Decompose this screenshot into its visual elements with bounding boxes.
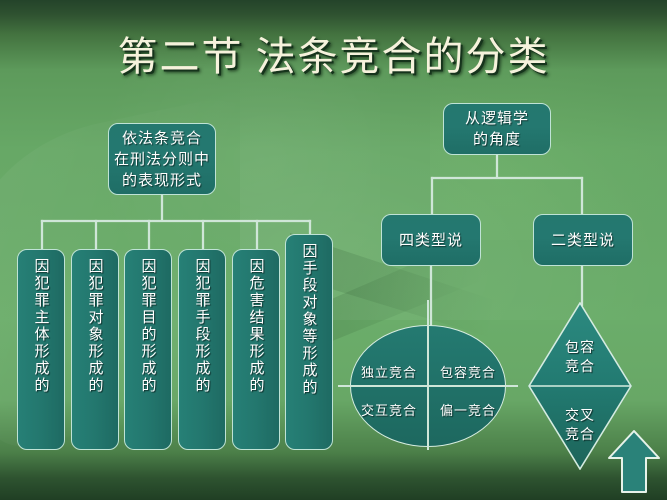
four-types-node[interactable]: 四类型说 bbox=[381, 214, 481, 266]
diamond-upper-line-1: 包容 bbox=[565, 339, 595, 355]
vertical-node-5-label: 因危害结果形成的 bbox=[247, 258, 265, 394]
connector-four-types-to-ellipse bbox=[430, 266, 432, 328]
connector-left-drop-3 bbox=[148, 220, 150, 250]
vertical-node-3-label: 因犯罪目的形成的 bbox=[139, 258, 157, 394]
four-types-label: 四类型说 bbox=[398, 231, 463, 249]
vertical-node-1-label: 因犯罪主体形成的 bbox=[32, 258, 50, 394]
left-root-node[interactable]: 依法条竞合 在刑法分则中 的表现形式 bbox=[108, 123, 216, 195]
connector-left-drop-5 bbox=[256, 220, 258, 250]
diamond-lower-label: 交叉 竞合 bbox=[528, 406, 632, 444]
connector-two-types-to-diamond bbox=[581, 266, 583, 306]
right-root-node[interactable]: 从逻辑学 的角度 bbox=[443, 103, 551, 155]
ellipse-divider-vertical bbox=[427, 300, 429, 450]
vertical-node-2[interactable]: 因犯罪对象形成的 bbox=[71, 249, 119, 450]
connector-left-drop-4 bbox=[202, 220, 204, 250]
two-types-node[interactable]: 二类型说 bbox=[533, 214, 633, 266]
connector-right-drop-1 bbox=[431, 177, 433, 215]
diamond-lower-line-2: 竞合 bbox=[565, 426, 595, 442]
connector-left-drop-2 bbox=[95, 220, 97, 250]
left-root-line-2: 在刑法分则中 bbox=[113, 150, 210, 168]
vertical-node-1[interactable]: 因犯罪主体形成的 bbox=[17, 249, 65, 450]
left-root-line-1: 依法条竞合 bbox=[121, 129, 202, 147]
connector-left-drop-6 bbox=[309, 220, 311, 234]
quadrant-bottom-right: 偏一竞合 bbox=[439, 403, 496, 418]
quadrant-bottom-left: 交互竞合 bbox=[360, 403, 417, 418]
vertical-node-3[interactable]: 因犯罪目的形成的 bbox=[124, 249, 172, 450]
diamond-lower-line-1: 交叉 bbox=[565, 407, 595, 423]
ellipse-divider-horizontal bbox=[338, 385, 518, 387]
connector-left-root-stem bbox=[161, 195, 163, 221]
four-types-ellipse[interactable]: 独立竞合 包容竞合 交互竞合 偏一竞合 bbox=[338, 300, 518, 450]
right-root-line-2: 的角度 bbox=[472, 131, 521, 148]
diamond-upper-label: 包容 竞合 bbox=[528, 338, 632, 376]
vertical-node-6[interactable]: 因手段对象等形成的 bbox=[285, 234, 333, 450]
vertical-node-4[interactable]: 因犯罪手段形成的 bbox=[178, 249, 226, 450]
connector-right-bus bbox=[431, 177, 583, 179]
connector-left-bus bbox=[41, 220, 311, 222]
two-types-label: 二类型说 bbox=[550, 231, 615, 249]
quadrant-top-right: 包容竞合 bbox=[439, 365, 496, 380]
connector-right-drop-2 bbox=[581, 177, 583, 215]
left-root-line-3: 的表现形式 bbox=[121, 171, 202, 189]
diamond-upper-line-2: 竞合 bbox=[565, 358, 595, 374]
vertical-node-5[interactable]: 因危害结果形成的 bbox=[232, 249, 280, 450]
vertical-node-6-label: 因手段对象等形成的 bbox=[300, 243, 318, 396]
connector-left-drop-1 bbox=[41, 220, 43, 250]
right-root-line-1: 从逻辑学 bbox=[464, 110, 529, 127]
up-arrow-icon bbox=[608, 430, 660, 493]
vertical-node-2-label: 因犯罪对象形成的 bbox=[86, 258, 104, 394]
slide-title: 第二节 法条竞合的分类 bbox=[117, 34, 550, 79]
quadrant-top-left: 独立竞合 bbox=[360, 365, 417, 380]
connector-right-root-stem bbox=[496, 155, 498, 178]
vertical-node-4-label: 因犯罪手段形成的 bbox=[193, 258, 211, 394]
